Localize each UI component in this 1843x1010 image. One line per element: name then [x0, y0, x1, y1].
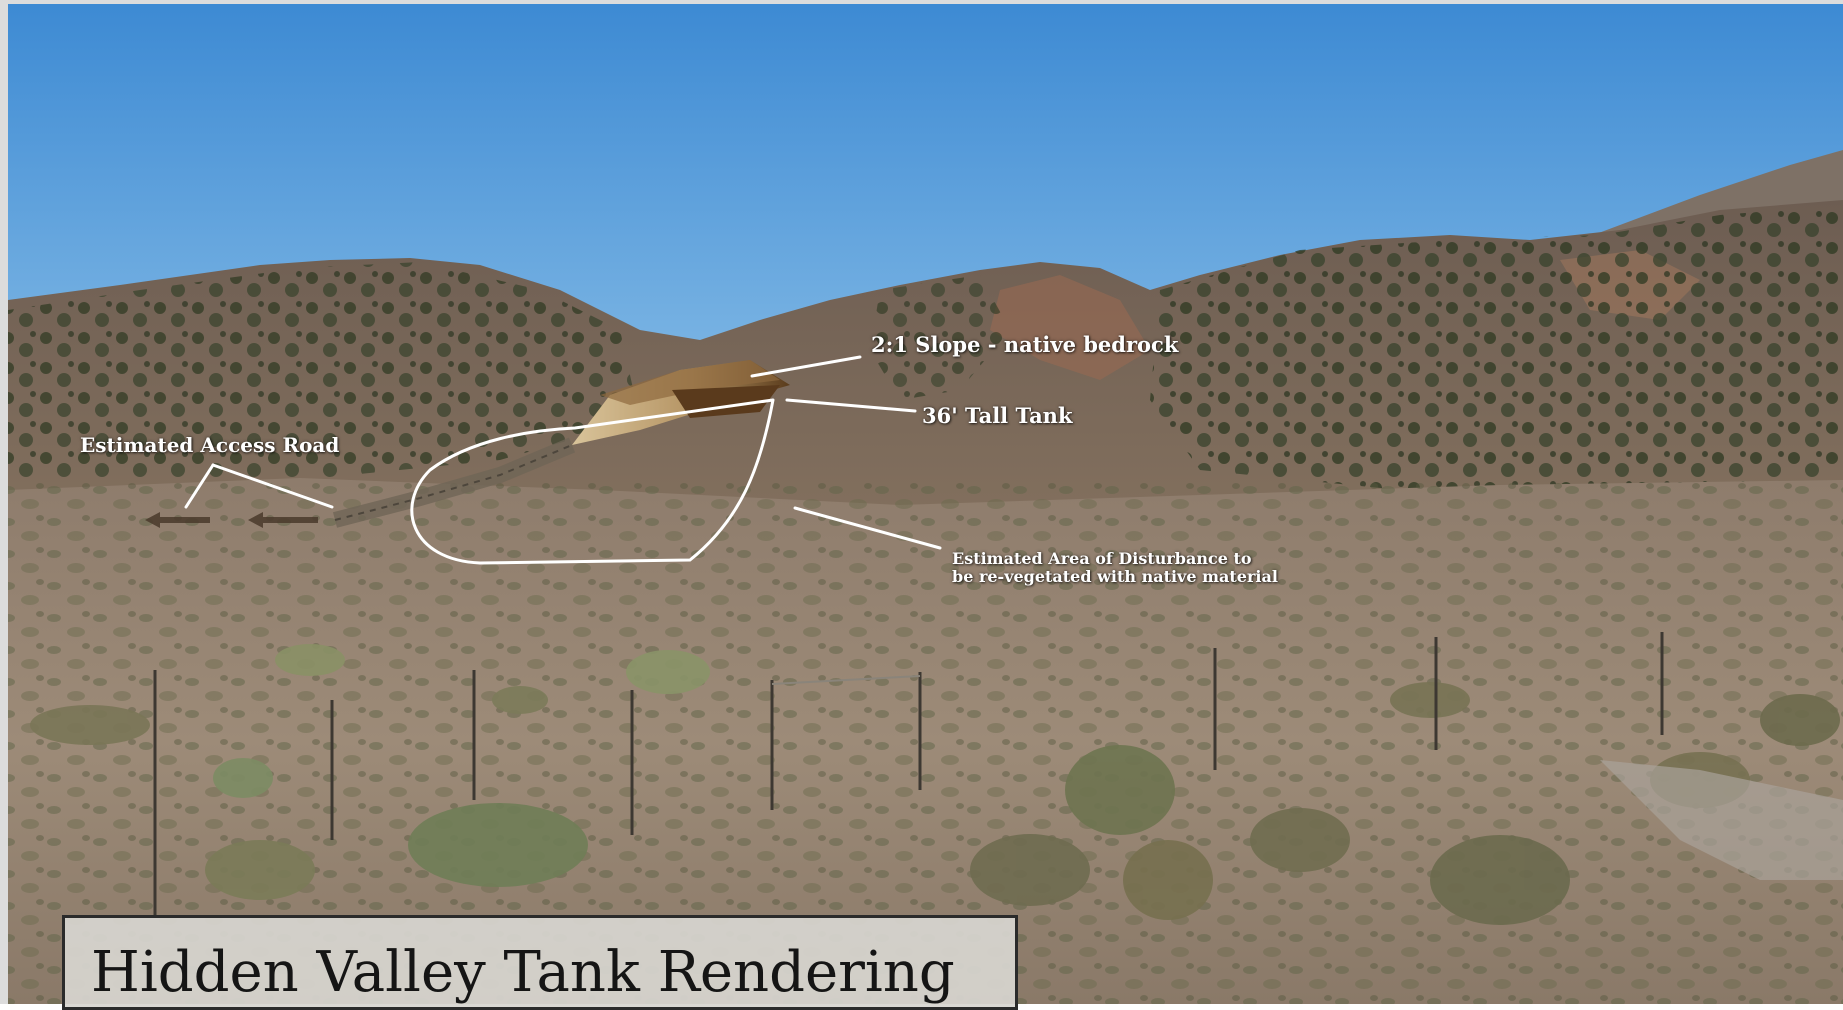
disturbance-annotation-line2: be re-vegetated with native material	[952, 567, 1278, 586]
tank-annotation: 36' Tall Tank	[922, 403, 1073, 428]
access-road-annotation: Estimated Access Road	[80, 433, 340, 457]
slope-annotation: 2:1 Slope - native bedrock	[871, 332, 1179, 357]
disturbance-annotation-line1: Estimated Area of Disturbance to	[952, 549, 1252, 568]
title-banner: Hidden Valley Tank Rendering	[62, 915, 1018, 1010]
page-title: Hidden Valley Tank Rendering	[91, 940, 955, 1005]
disturbance-annotation: Estimated Area of Disturbance to be re-v…	[952, 550, 1278, 586]
